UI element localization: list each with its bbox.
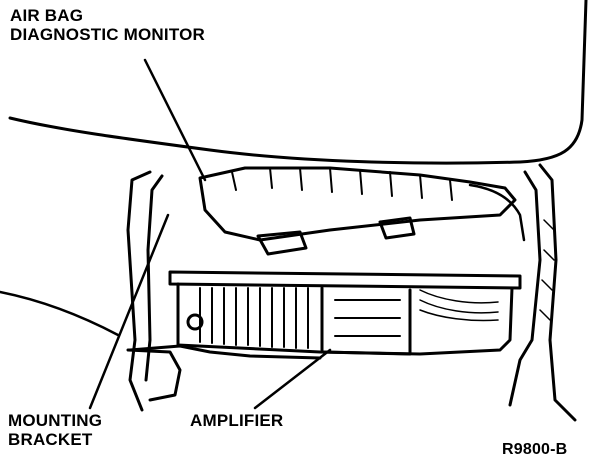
amplifier-heatsink-fins — [199, 287, 309, 349]
amplifier-side-block — [320, 286, 412, 356]
figure-code: R9800-B — [502, 441, 568, 458]
mounting-bracket-label: MOUNTING BRACKET — [8, 411, 102, 449]
carpet-curve — [0, 290, 120, 337]
leader-mounting-bracket — [88, 213, 170, 410]
left-bracket-foot — [126, 348, 182, 402]
airbag-monitor-label-line1: AIR BAG — [10, 6, 84, 25]
right-seat-rail-inner — [508, 170, 542, 407]
mounting-bracket-label-line2: BRACKET — [8, 430, 93, 449]
airbag-monitor-label: AIR BAG DIAGNOSTIC MONITOR — [10, 6, 205, 44]
mounting-bracket-label-line1: MOUNTING — [8, 411, 103, 430]
leader-airbag-monitor — [143, 58, 207, 182]
monitor-top-ridge — [231, 167, 453, 201]
airbag-monitor-label-line2: DIAGNOSTIC MONITOR — [10, 25, 206, 44]
right-hatch — [539, 219, 555, 321]
monitor-tab — [378, 216, 416, 240]
left-seat-rail-inner — [144, 174, 164, 382]
leader-amplifier — [253, 348, 332, 410]
monitor-connector — [256, 230, 308, 256]
amplifier-block-detail — [334, 299, 401, 337]
wire-harness — [468, 183, 526, 242]
diagnostic-monitor-housing — [198, 166, 517, 242]
amplifier-label: AMPLIFIER — [190, 411, 284, 430]
left-seat-rail — [126, 170, 152, 412]
mounting-bolt — [186, 313, 204, 331]
bracket-plate — [128, 344, 322, 360]
seat-cushion-outline — [8, 0, 588, 165]
amplifier-top-plate — [168, 270, 522, 290]
right-seat-rail — [538, 163, 577, 422]
amplifier-vent — [419, 289, 499, 322]
